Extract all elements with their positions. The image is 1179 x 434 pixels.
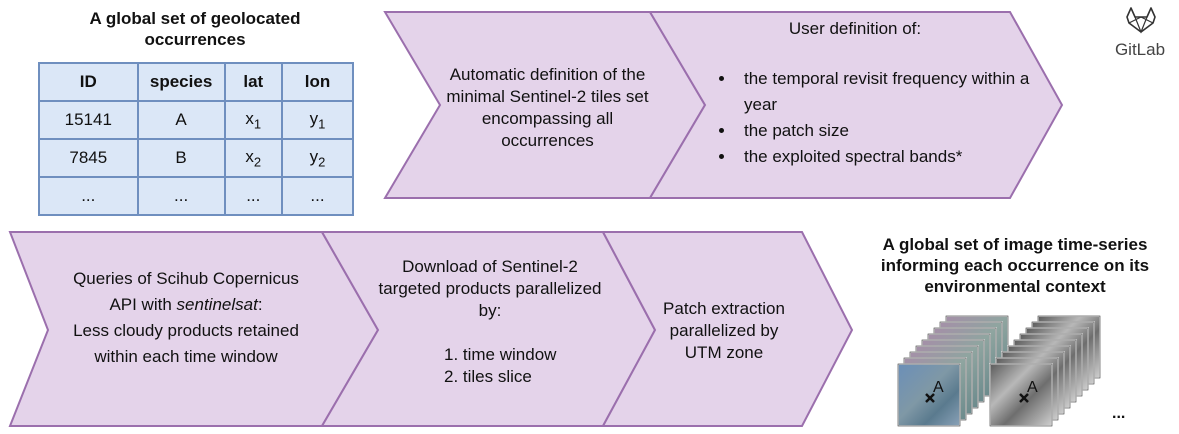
queries-line2: API with sentinelsat: [109,295,263,314]
arrow-user-definition [648,11,1064,199]
sentinelsat-italic: sentinelsat [176,295,258,314]
download-item: 1. time window [444,345,557,364]
table-header-cell: ID [38,62,139,102]
table-header-cell: lon [280,62,355,102]
auto-definition-text: Automatic definition of the minimal Sent… [446,65,649,150]
patch-extraction-text: Patch extraction parallelized by UTM zon… [663,299,785,362]
occurrence-marker-right: A [1019,379,1038,403]
table-cell: ... [38,176,139,216]
table-cell: A [136,100,226,140]
table-cell: ... [280,176,355,216]
user-definition-item: the temporal revisit frequency within a … [736,66,1046,118]
table-cell: y1 [280,100,355,140]
table-header-cell: species [136,62,226,102]
queries-line1: Queries of Scihub Copernicus [73,269,299,288]
table-cell: 7845 [38,138,139,178]
user-definition-list: the temporal revisit frequency within a … [704,66,1046,170]
download-item: 2. tiles slice [444,367,532,386]
table-cell: ... [223,176,283,216]
download-list: 1. time window 2. tiles slice [444,344,604,388]
user-definition-item: the patch size [736,118,1046,144]
occurrence-marker-left-label: A [933,379,944,396]
arrow-patch-extraction [601,231,854,427]
occurrence-marker-right-label: A [1027,379,1038,396]
table-cell: ... [136,176,226,216]
image-time-series-stacks: A A... [897,315,1125,427]
table-cell: B [136,138,226,178]
satellite-stack-front-image [897,363,961,427]
table-row: ............ [38,176,355,216]
table-cell: x2 [223,138,283,178]
queries-rest: Less cloudy products retained within eac… [73,321,299,366]
gitlab-logo: GitLab [1108,6,1172,68]
table-header-cell: lat [223,62,283,102]
gitlab-label: GitLab [1114,40,1166,59]
user-definition-item: the exploited spectral bands* [736,144,1046,170]
occurrences-title: A global set of geolocated occurrences [89,9,301,49]
table-cell: x1 [223,100,283,140]
stack-ellipsis: ... [1112,405,1125,422]
table-cell: y2 [280,138,355,178]
download-intro: Download of Sentinel-2 targeted products… [378,257,602,320]
output-title: A global set of image time-series inform… [880,235,1150,296]
occurrence-marker-left: A [925,379,944,403]
user-definition-heading: User definition of: [788,19,922,38]
queries-text: Queries of Scihub Copernicus API with se… [52,266,320,370]
table-cell: 15141 [38,100,139,140]
gitlab-icon [1126,7,1156,34]
